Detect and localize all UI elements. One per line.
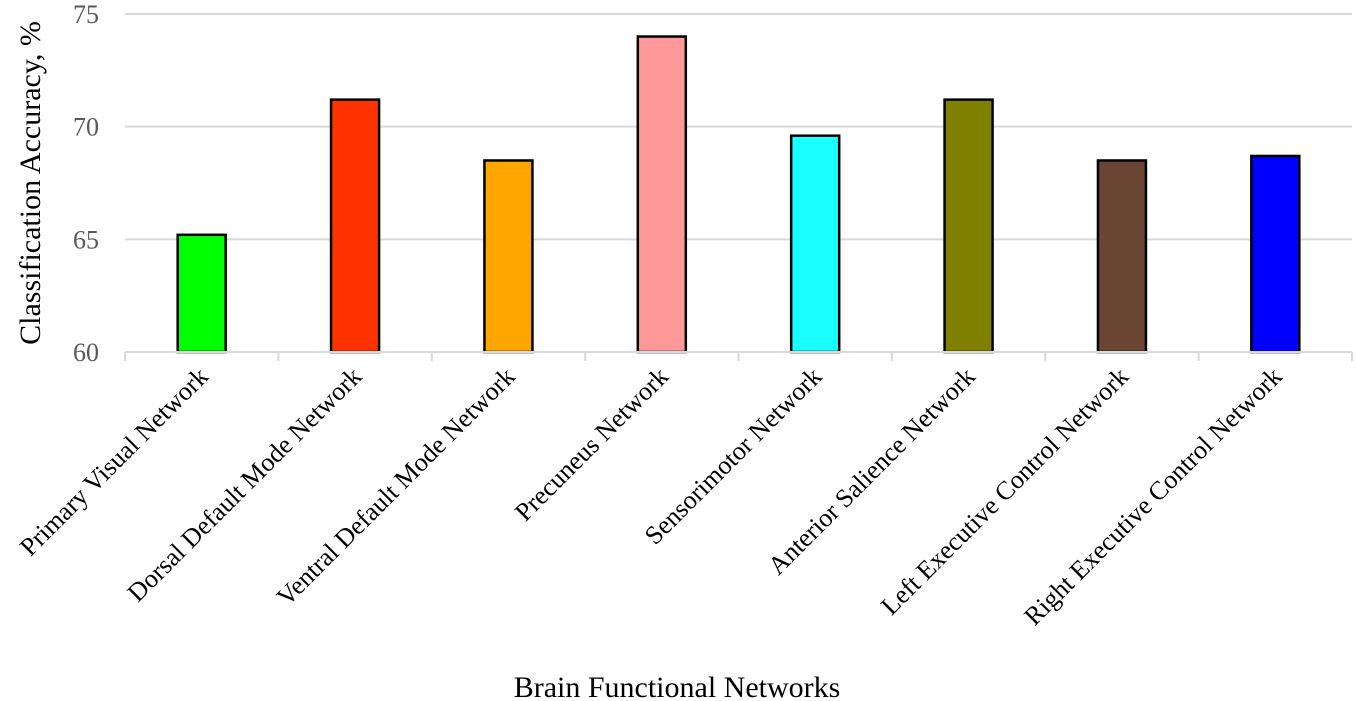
category-label-4: Precuneus Network [509,362,674,527]
bar-5 [789,134,841,354]
bar-6 [943,98,994,354]
y-axis-title: Classification Accuracy, % [14,21,47,345]
category-label-7: Left Executive Control Network [875,362,1134,621]
bar-4 [636,35,688,354]
bar-2 [329,98,381,354]
bar-3 [483,159,534,354]
y-tick-label: 65 [73,225,99,254]
gridlines [125,13,1352,241]
category-label-8: Right Executive Control Network [1018,362,1287,631]
bar-1 [176,233,227,354]
bar-7 [1096,159,1148,354]
y-tick-label: 75 [73,0,99,29]
bar-8 [1250,154,1301,354]
y-axis-ticks: 60 65 70 75 [73,0,99,367]
y-tick-label: 70 [73,113,99,142]
y-tick-label: 60 [73,338,99,367]
x-axis-ticks [124,352,1353,361]
x-axis-title: Brain Functional Networks [514,671,841,701]
bars [176,35,1301,354]
